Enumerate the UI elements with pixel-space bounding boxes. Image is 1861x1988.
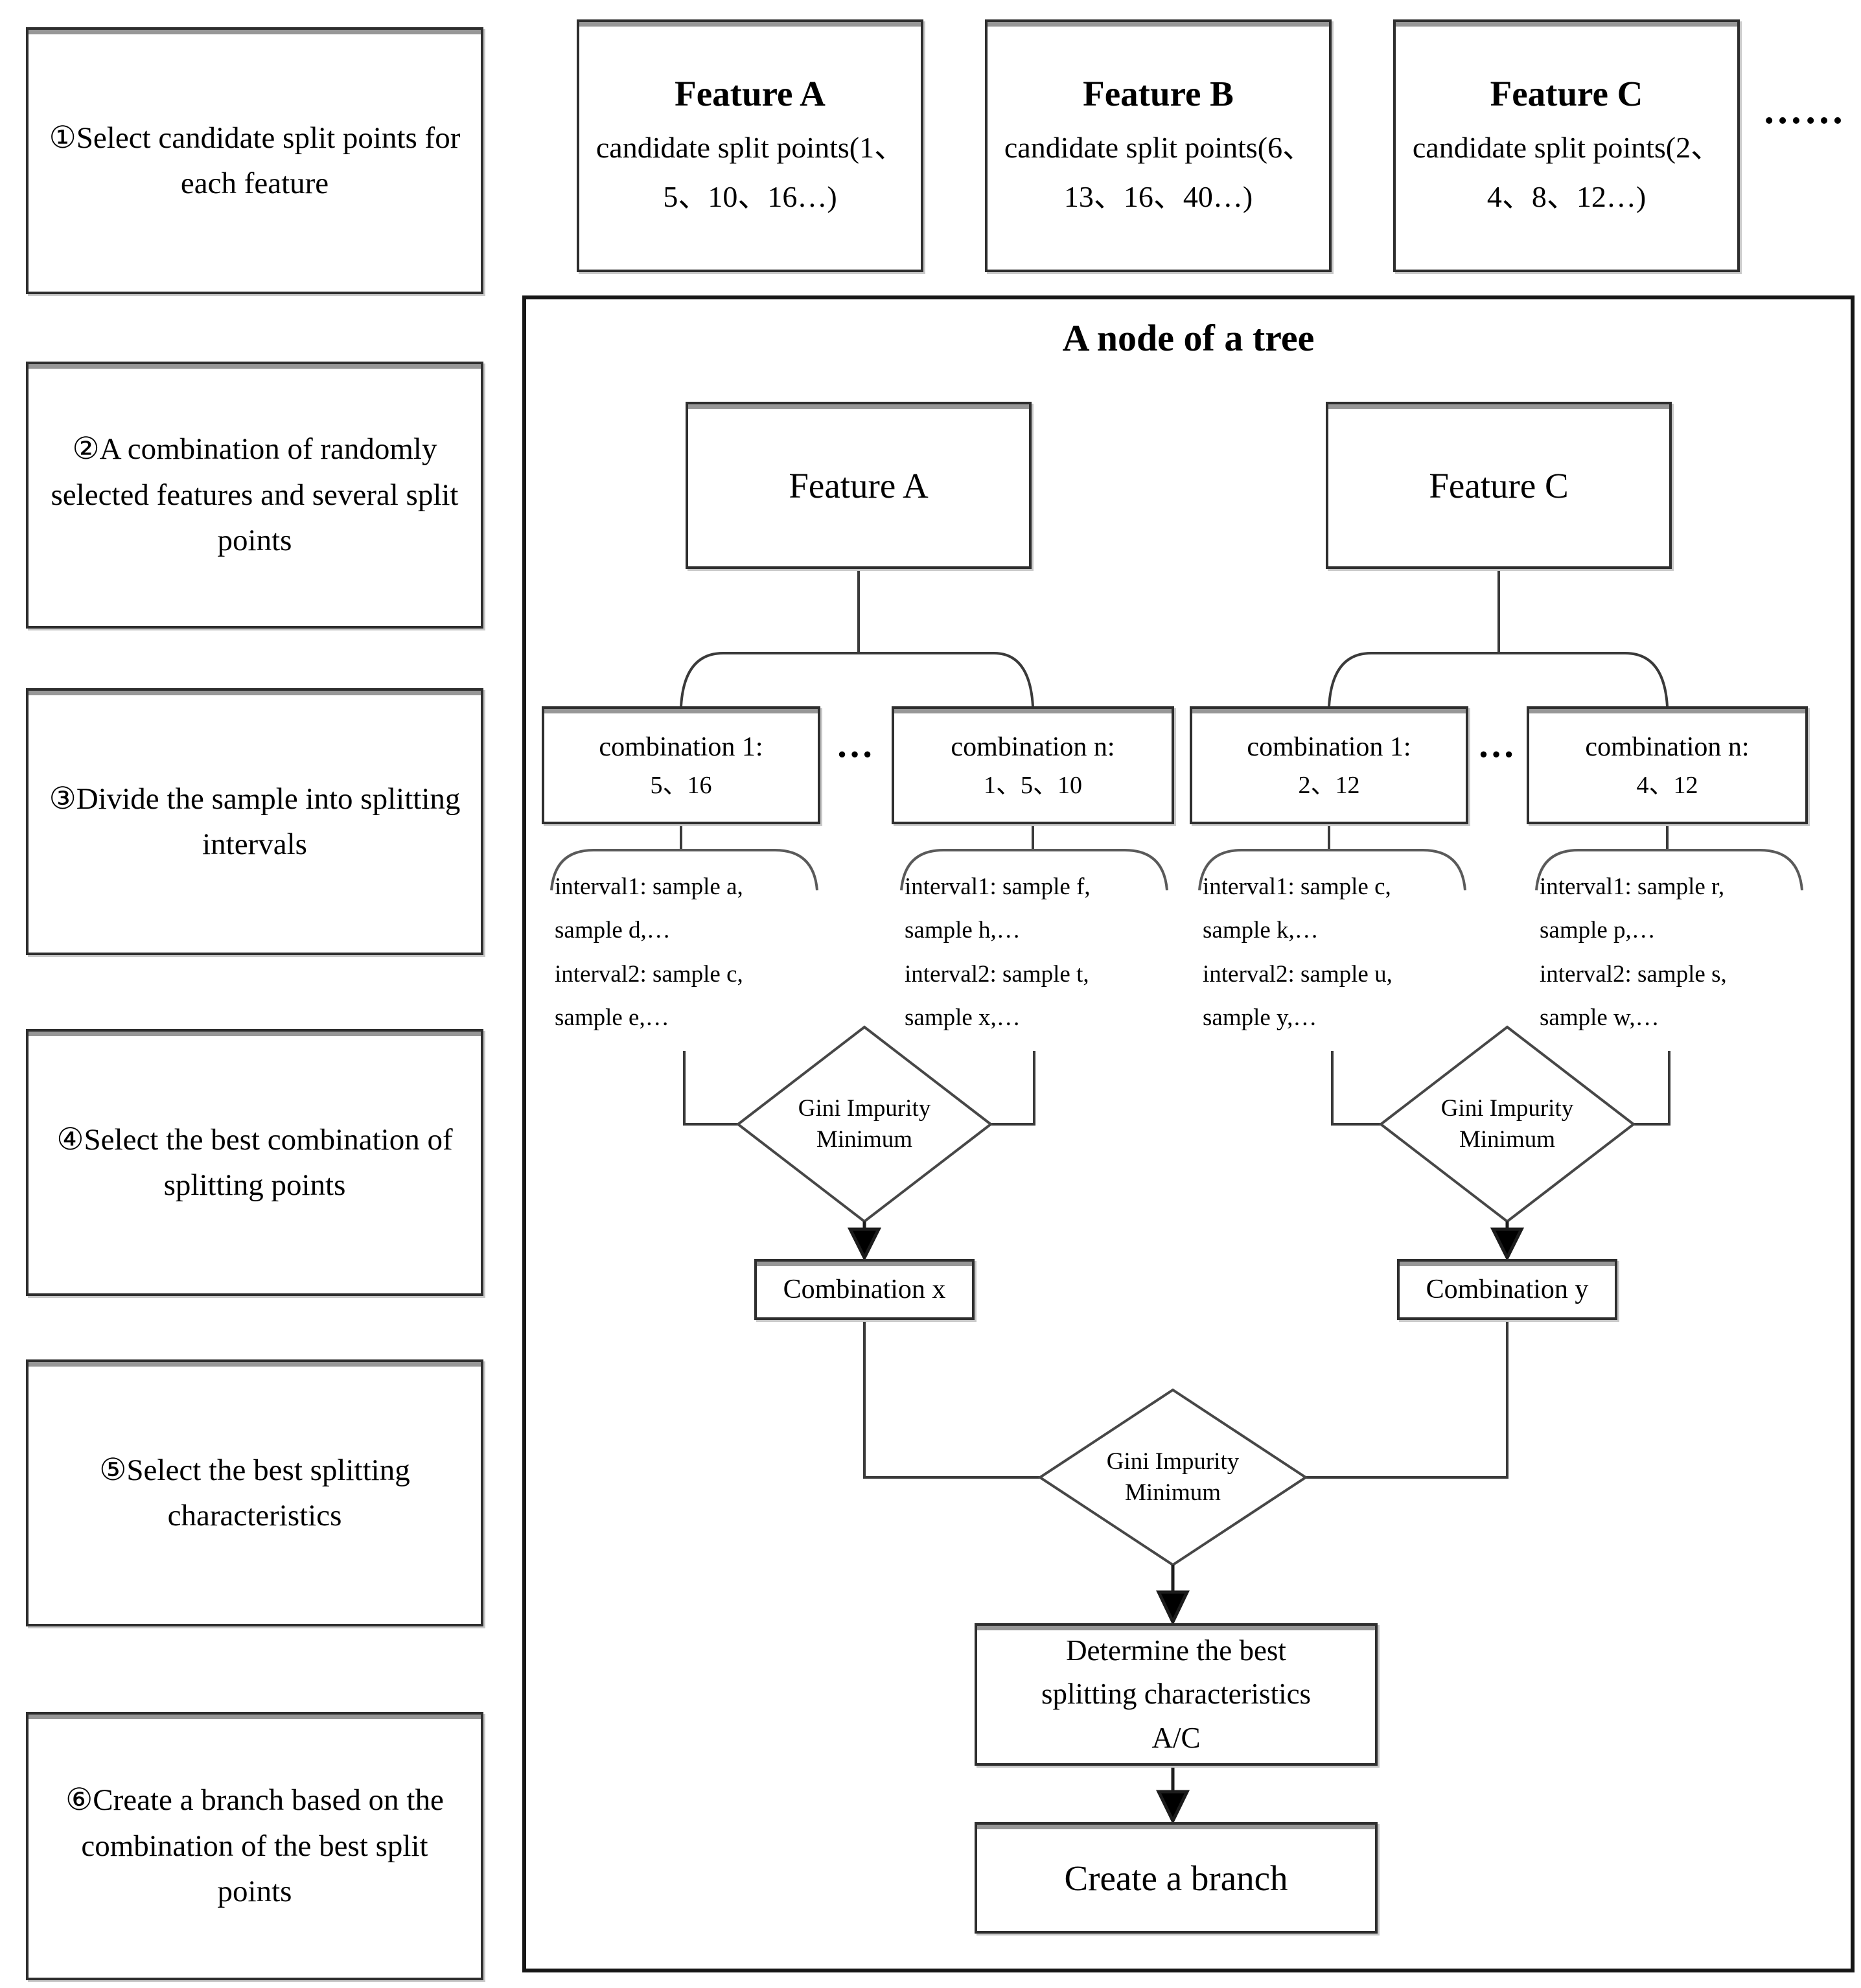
interval-line: sample h,…: [905, 917, 1021, 944]
combination-an-box: combination n: 1、5、10: [892, 706, 1174, 824]
gini-line1: Gini Impurity: [1106, 1448, 1240, 1475]
interval-line: interval1: sample a,: [555, 873, 743, 900]
step-6-label: ⑥Create a branch based on the combinatio…: [65, 1783, 444, 1909]
interval-line: sample e,…: [555, 1004, 669, 1031]
combination-cn-points: 4、12: [1636, 771, 1698, 799]
combination-c1-points: 2、12: [1298, 771, 1360, 799]
combination-y-label: Combination y: [1426, 1275, 1589, 1304]
feature-c-candidates-title: Feature C: [1490, 73, 1643, 113]
interval-list-c1: interval1: sample c, sample k,… interval…: [1203, 865, 1468, 1039]
combination-c1-title: combination 1:: [1247, 732, 1411, 762]
interval-line: interval2: sample u,: [1203, 960, 1393, 988]
selected-feature-c-box: Feature C: [1326, 402, 1672, 569]
gini-line1: Gini Impurity: [1440, 1094, 1574, 1122]
determine-line2: splitting characteristics: [1041, 1678, 1312, 1711]
feature-a-candidates-title: Feature A: [675, 73, 826, 113]
selected-feature-a-label: Feature A: [789, 465, 929, 505]
step-3-label: ③Divide the sample into splitting interv…: [49, 781, 461, 862]
combination-a-ellipsis: …: [836, 723, 876, 765]
combination-c-ellipsis: …: [1477, 723, 1518, 765]
step-6-box: ⑥Create a branch based on the combinatio…: [26, 1712, 483, 1980]
gini-minimum-label-left: Gini Impurity Minimum: [748, 1072, 981, 1176]
interval-line: sample x,…: [905, 1004, 1021, 1031]
combination-y-box: Combination y: [1397, 1259, 1617, 1320]
feature-b-candidates-body: candidate split points(6、13、16、40…): [1004, 131, 1313, 214]
interval-line: sample w,…: [1540, 1004, 1659, 1031]
step-5-box: ⑤Select the best splitting characteristi…: [26, 1359, 483, 1626]
selected-feature-c-label: Feature C: [1429, 465, 1569, 505]
combination-cn-title: combination n:: [1585, 732, 1750, 762]
combination-an-points: 1、5、10: [983, 771, 1082, 799]
interval-line: sample d,…: [555, 917, 671, 944]
interval-line: interval2: sample s,: [1540, 960, 1727, 988]
determine-best-split-box: Determine the best splitting characteris…: [975, 1623, 1378, 1766]
selected-feature-a-box: Feature A: [686, 402, 1032, 569]
step-4-label: ④Select the best combination of splittin…: [56, 1122, 453, 1203]
feature-b-candidates-title: Feature B: [1083, 73, 1234, 113]
interval-list-a1: interval1: sample a, sample d,… interval…: [555, 865, 820, 1039]
interval-line: interval2: sample c,: [555, 960, 743, 988]
step-2-box: ②A combination of randomly selected feat…: [26, 362, 483, 629]
step-1-label: ①Select candidate split points for each …: [49, 121, 461, 201]
combination-x-label: Combination x: [783, 1275, 946, 1304]
combination-x-box: Combination x: [754, 1259, 975, 1320]
tree-node-container: [522, 295, 1855, 1972]
interval-line: sample k,…: [1203, 917, 1319, 944]
interval-line: interval1: sample r,: [1540, 873, 1725, 900]
determine-line3: A/C: [1151, 1721, 1201, 1754]
more-features-ellipsis: ……: [1763, 88, 1845, 132]
gini-minimum-label-right: Gini Impurity Minimum: [1391, 1072, 1624, 1176]
feature-a-candidates-box: Feature A candidate split points(1、5、10、…: [577, 19, 923, 272]
interval-line: sample y,…: [1203, 1004, 1317, 1031]
feature-a-candidates-body: candidate split points(1、5、10、16…): [595, 131, 905, 214]
gini-line2: Minimum: [1124, 1479, 1221, 1506]
determine-line1: Determine the best: [1066, 1634, 1286, 1667]
gini-line2: Minimum: [816, 1126, 913, 1153]
gini-line1: Gini Impurity: [798, 1094, 931, 1122]
tree-node-title: A node of a tree: [1062, 317, 1315, 359]
combination-a1-title: combination 1:: [599, 732, 763, 762]
interval-list-cn: interval1: sample r, sample p,… interval…: [1540, 865, 1805, 1039]
interval-line: interval1: sample f,: [905, 873, 1091, 900]
step-1-box: ①Select candidate split points for each …: [26, 27, 483, 294]
step-4-box: ④Select the best combination of splittin…: [26, 1029, 483, 1296]
feature-c-candidates-box: Feature C candidate split points(2、4、8、1…: [1393, 19, 1740, 272]
combination-a1-points: 5、16: [650, 771, 712, 799]
feature-c-candidates-body: candidate split points(2、4、8、12…): [1412, 131, 1721, 214]
interval-line: sample p,…: [1540, 917, 1656, 944]
interval-line: interval2: sample t,: [905, 960, 1089, 988]
step-3-box: ③Divide the sample into splitting interv…: [26, 688, 483, 955]
feature-b-candidates-box: Feature B candidate split points(6、13、16…: [985, 19, 1332, 272]
combination-cn-box: combination n: 4、12: [1527, 706, 1808, 824]
combination-an-title: combination n:: [951, 732, 1115, 762]
interval-line: interval1: sample c,: [1203, 873, 1391, 900]
step-5-label: ⑤Select the best splitting characteristi…: [99, 1453, 410, 1533]
create-branch-label: Create a branch: [1064, 1858, 1288, 1898]
interval-list-an: interval1: sample f, sample h,… interval…: [905, 865, 1170, 1039]
gini-line2: Minimum: [1459, 1126, 1556, 1153]
combination-a1-box: combination 1: 5、16: [542, 706, 820, 824]
combination-c1-box: combination 1: 2、12: [1190, 706, 1468, 824]
gini-minimum-label-final: Gini Impurity Minimum: [1056, 1426, 1289, 1529]
create-branch-box: Create a branch: [975, 1822, 1378, 1934]
step-2-label: ②A combination of randomly selected feat…: [51, 432, 459, 558]
